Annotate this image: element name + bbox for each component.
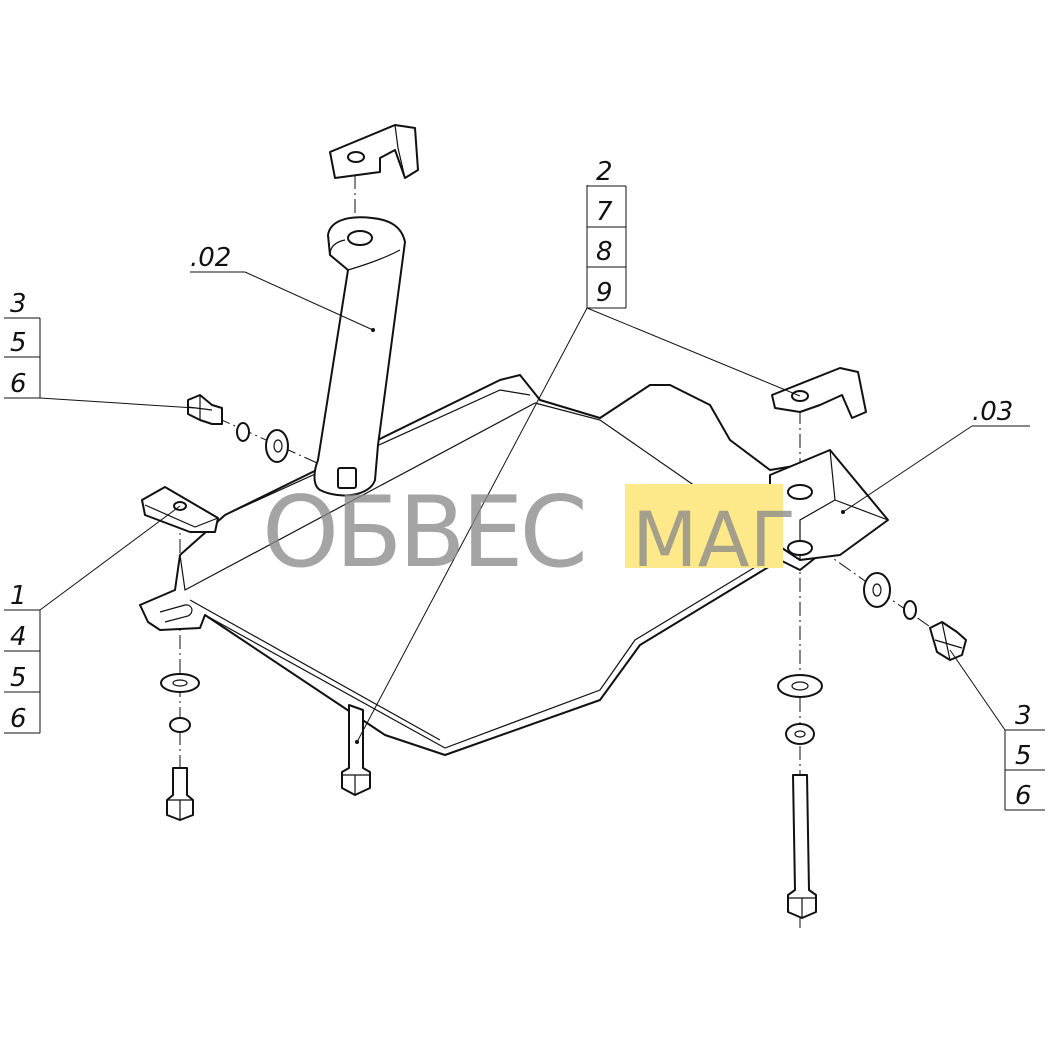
callout-lower-left-1: 1: [10, 581, 27, 611]
right-fasteners: [863, 572, 967, 661]
leader-02: [244, 271, 374, 331]
spacer-plate: [141, 486, 219, 533]
spacer-plate-edge: [144, 504, 219, 528]
skid-plate-bend-front: [204, 554, 776, 749]
lower-left-bolt: [166, 767, 194, 821]
callout-02: .02: [190, 243, 231, 273]
lower-right-bolt-head-lines: [788, 897, 816, 918]
callout-left-2: 5: [10, 328, 27, 358]
right-clamp-body: [771, 367, 867, 419]
top-clamp-body: [329, 124, 419, 179]
lower-left-flat-washer-hole: [172, 679, 188, 687]
callout-right-1: 3: [1015, 701, 1032, 731]
center-long-bolt: [341, 704, 371, 796]
lower-left-lock-washer: [169, 717, 191, 733]
watermark-text-part1: ОБВЕС: [262, 476, 584, 590]
right-bracket-hole-bottom: [787, 540, 813, 556]
leader-left-stack: [39, 397, 196, 409]
lower-left-bolt-head-lines: [167, 799, 193, 820]
top-clamp-fold: [394, 124, 406, 179]
callout-top-1: 2: [596, 157, 613, 187]
leader-top-stack-to-clamp: [586, 307, 801, 397]
lower-right-lock-washer-hole: [794, 730, 806, 738]
center-long-bolt-body: [341, 704, 371, 796]
callout-stack-lower-left: 1 4 5 6: [4, 581, 41, 734]
callout-stack-right: 3 5 6: [1004, 701, 1045, 811]
watermark-accent-block: [625, 484, 783, 568]
upper-left-lock-washer: [236, 422, 250, 442]
left-bracket-edge: [329, 239, 401, 271]
leader-right-stack: [949, 649, 1006, 731]
right-flat-washer: [863, 572, 891, 608]
skid-plate-bend-left: [179, 402, 536, 591]
watermark-logo: ОБВЕС МАГ: [262, 476, 796, 590]
skid-plate-front-edge: [189, 599, 441, 741]
lower-left-flat-washer: [160, 673, 200, 693]
callout-lower-left-2: 4: [10, 622, 27, 652]
callout-stack-left: 3 5 6: [4, 289, 41, 399]
center-long-bolt-head-lines: [342, 774, 370, 795]
lower-right-long-bolt: [787, 774, 817, 919]
callout-right-2: 5: [1015, 741, 1032, 771]
left-bracket-arm: [313, 216, 406, 497]
callout-left-1: 3: [10, 289, 27, 319]
lower-right-fasteners: [777, 674, 823, 919]
callout-top-4: 9: [596, 278, 613, 308]
callout-lower-left-3: 5: [10, 663, 27, 693]
top-clamp-hole: [347, 151, 365, 163]
right-flat-washer-hole: [872, 583, 882, 597]
callout-top-3: 8: [596, 237, 613, 267]
right-bracket-hole-top: [787, 484, 813, 500]
callout-left-3: 6: [10, 369, 27, 399]
lower-right-lock-washer: [785, 723, 815, 745]
leader-03: [842, 425, 973, 513]
top-clamp-plate: [329, 124, 419, 179]
watermark-text-part2: МАГ: [632, 495, 796, 584]
callout-top-2: 7: [596, 197, 613, 227]
upper-left-fasteners: [187, 394, 289, 463]
lower-right-flat-washer: [777, 674, 823, 698]
right-bolt-head-lines: [934, 621, 963, 661]
callout-03: .03: [972, 397, 1013, 427]
leader-top-stack-to-bolt: [356, 307, 588, 743]
skid-plate-slot: [159, 604, 193, 623]
lower-left-fasteners: [160, 673, 200, 821]
callout-right-3: 6: [1015, 781, 1032, 811]
leader-lower-left-stack: [39, 505, 181, 611]
right-clamp-plate: [771, 367, 867, 419]
upper-left-flat-washer: [265, 429, 289, 463]
right-lock-washer: [903, 600, 917, 620]
callout-lower-left-4: 6: [10, 704, 27, 734]
callout-stack-top: 2 7 8 9: [586, 157, 627, 309]
left-bracket-nut: [337, 467, 357, 489]
left-bracket-hole: [347, 230, 373, 246]
right-bolt: [929, 621, 967, 661]
lower-right-flat-washer-hole: [791, 681, 809, 691]
upper-left-flat-washer-hole: [273, 439, 283, 453]
leader-lines: [39, 271, 1030, 743]
